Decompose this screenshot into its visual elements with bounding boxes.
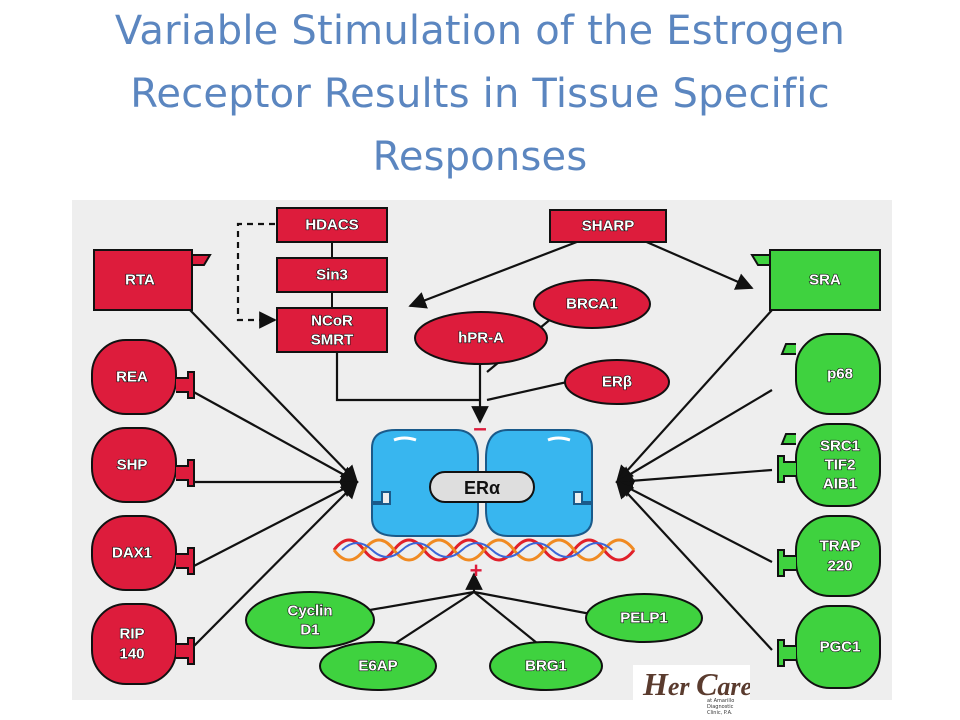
rea-label: REA	[116, 369, 148, 386]
er-alpha-badge	[429, 471, 535, 503]
hdacs-box	[276, 207, 388, 243]
dna-helix	[332, 538, 636, 562]
rta-box	[93, 249, 212, 311]
hercare-logo: Her Care at Amarillo Diagnostic Clinic, …	[633, 665, 750, 720]
right-pills	[777, 333, 881, 689]
brca1-oval	[533, 279, 651, 329]
shp-label: SHP	[117, 457, 148, 474]
rip140-tab	[176, 637, 195, 665]
corepressor-stack	[276, 207, 388, 353]
logo-subtitle: at Amarillo Diagnostic Clinic, P.A.	[707, 698, 735, 716]
brca1-label: BRCA1	[566, 296, 618, 313]
trap-label: TRAP	[820, 538, 861, 555]
logo-c: C	[696, 666, 718, 702]
plus-sign: +	[470, 558, 483, 583]
rta-label: RTA	[125, 272, 155, 289]
rip-label: RIP	[119, 626, 144, 643]
aib1-label: AIB1	[823, 476, 857, 493]
pgc1-label: PGC1	[820, 639, 861, 656]
cyclin-label: Cyclin	[287, 603, 332, 620]
er-alpha-receptor	[371, 429, 593, 537]
hpra-label: hPR-A	[458, 330, 504, 347]
erb-label: ERβ	[602, 374, 632, 391]
logo-brand: Her Care	[643, 666, 750, 702]
sharp-label: SHARP	[582, 218, 635, 235]
rip140-pill	[91, 603, 177, 685]
logo-h: H	[643, 666, 668, 702]
smrt-label: SMRT	[311, 332, 354, 349]
tif2-label: TIF2	[825, 457, 856, 474]
er-signaling-diagram: HDACS Sin3 NCoR SMRT RTA REA SHP DAX1 RI…	[72, 200, 892, 700]
sharp-box	[549, 209, 667, 243]
dax1-label: DAX1	[112, 545, 152, 562]
trap220-tab	[777, 549, 796, 577]
d1-label: D1	[300, 622, 319, 639]
slide-title: Variable Stimulation of the Estrogen Rec…	[114, 8, 846, 180]
dax1-tab	[176, 547, 195, 575]
rip140-num-label: 140	[119, 646, 144, 663]
receptor-right-lobe	[485, 429, 593, 537]
brg1-oval	[489, 641, 603, 691]
pgc1-tab	[777, 639, 796, 667]
trap220-pill	[795, 515, 881, 597]
shp-tab	[176, 459, 195, 487]
left-pills	[91, 339, 195, 685]
src1-inhib-tab	[777, 455, 796, 483]
diagram-canvas: HDACS Sin3 NCoR SMRT RTA REA SHP DAX1 RI…	[91, 207, 881, 691]
brg1-label: BRG1	[525, 658, 567, 675]
erb-oval	[564, 359, 670, 405]
logo-er: er	[667, 672, 697, 701]
receptor-highlight-right	[547, 436, 571, 442]
receptor-highlight-left	[393, 436, 417, 442]
sra-label: SRA	[809, 272, 841, 289]
sin3-label: Sin3	[316, 267, 348, 284]
p68-pill	[795, 333, 881, 415]
hpra-oval	[414, 311, 548, 365]
logo-are: are	[717, 672, 750, 701]
cyclin-d1-oval	[245, 591, 375, 649]
receptor-left-lobe	[371, 429, 479, 537]
pelp1-oval	[585, 593, 703, 643]
minus-sign: –	[473, 415, 486, 442]
red-ovals	[414, 279, 670, 405]
er-alpha-label: ERα	[464, 478, 500, 498]
green-ovals	[245, 591, 703, 691]
hdacs-label: HDACS	[305, 217, 358, 234]
trap220-num-label: 220	[827, 558, 852, 575]
pelp1-label: PELP1	[620, 610, 668, 627]
src1-label: SRC1	[820, 438, 860, 455]
sra-box	[750, 249, 881, 311]
p68-tab	[780, 343, 796, 355]
src1-tab	[780, 433, 796, 445]
e6ap-label: E6AP	[358, 658, 397, 675]
ncor-label: NCoR	[311, 313, 353, 330]
rea-tab	[176, 371, 195, 399]
e6ap-oval	[319, 641, 437, 691]
p68-label: p68	[827, 366, 853, 383]
